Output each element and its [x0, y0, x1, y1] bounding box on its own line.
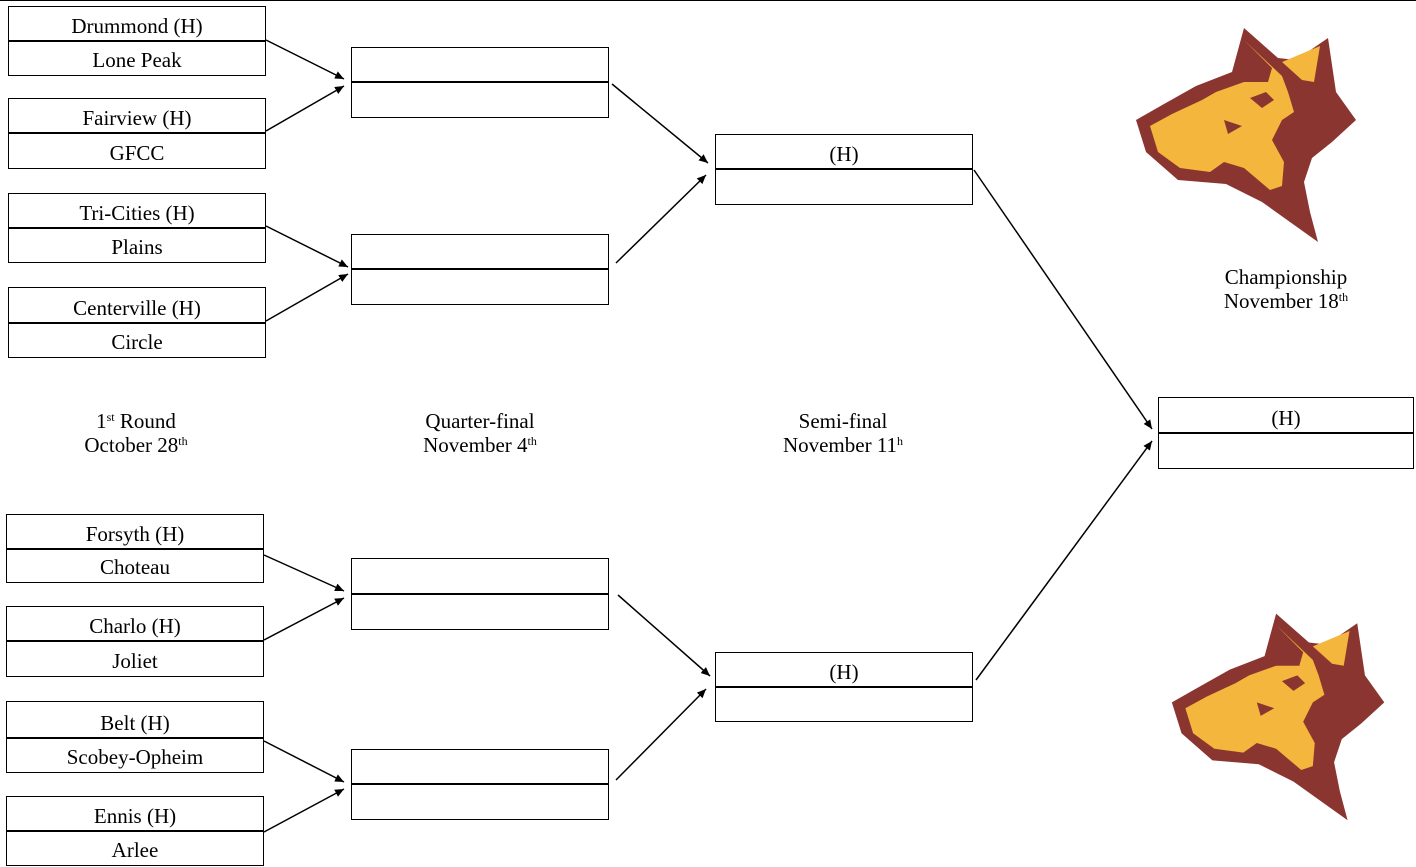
team-name: (H) [829, 142, 859, 166]
round1-title: 1st Round [96, 409, 176, 433]
quarterfinal-label: Quarter-final November 4th [380, 409, 580, 457]
semifinal-slot-4 [715, 686, 973, 722]
team-name: Belt (H) [100, 711, 170, 735]
quarterfinal-date: November 4th [423, 433, 537, 457]
connector-line [263, 740, 345, 783]
round1-slot-2: Lone Peak [8, 40, 266, 76]
connector-line [265, 225, 349, 268]
connector-line [617, 594, 711, 677]
quarterfinal-title: Quarter-final [425, 409, 535, 433]
connector-line [263, 597, 345, 641]
round1-slot-10: Choteau [6, 548, 264, 583]
quarterfinal-slot-6 [351, 593, 609, 630]
semifinal-slot-3: (H) [715, 652, 973, 688]
round1-slot-15: Ennis (H) [6, 796, 264, 832]
team-name: GFCC [109, 141, 165, 165]
championship-label: Championship November 18th [1186, 265, 1386, 313]
team-name: Fairview (H) [82, 106, 192, 130]
round1-slot-8: Circle [8, 322, 266, 358]
round1-label: 1st Round October 28th [36, 409, 236, 457]
championship-date: November 18th [1223, 289, 1349, 313]
round1-date: October 28th [84, 433, 188, 457]
team-name: Tri-Cities (H) [79, 201, 195, 225]
team-name: Plains [111, 235, 163, 259]
connector-line [265, 39, 345, 80]
team-name: Forsyth (H) [85, 522, 185, 546]
quarterfinal-slot-1 [351, 47, 609, 83]
connector-line [263, 788, 345, 833]
round1-slot-16: Arlee [6, 830, 264, 866]
quarterfinal-slot-8 [351, 783, 609, 820]
quarterfinal-slot-4 [351, 268, 609, 305]
connector-line [263, 554, 345, 592]
team-name: Choteau [100, 555, 170, 579]
team-name: Lone Peak [92, 48, 182, 72]
championship-slot-2 [1158, 432, 1414, 469]
team-name: Ennis (H) [93, 804, 177, 828]
semifinal-label: Semi-final November 11h [743, 409, 943, 457]
connector-line [615, 688, 707, 781]
team-name: Arlee [111, 838, 159, 862]
connector-line [975, 440, 1153, 681]
round1-slot-3: Fairview (H) [8, 98, 266, 134]
connector-line [611, 83, 709, 164]
quarterfinal-slot-3 [351, 234, 609, 270]
team-name: (H) [829, 660, 859, 684]
championship-title: Championship [1224, 265, 1348, 289]
round1-slot-12: Joliet [6, 640, 264, 677]
semifinal-slot-1: (H) [715, 134, 973, 170]
team-name: Drummond (H) [71, 14, 203, 38]
connector-line [265, 273, 349, 322]
round1-slot-14: Scobey-Opheim [6, 737, 264, 773]
team-name: Centerville (H) [73, 296, 201, 320]
team-name: Charlo (H) [89, 614, 181, 638]
quarterfinal-slot-7 [351, 749, 609, 785]
team-name: Joliet [112, 649, 158, 673]
connector-line [973, 169, 1153, 430]
semifinal-title: Semi-final [798, 409, 888, 433]
top-border-line [0, 0, 1416, 1]
team-name: Scobey-Opheim [66, 745, 204, 769]
connector-line [265, 85, 345, 132]
connector-line [615, 174, 707, 264]
team-name: (H) [1271, 406, 1301, 430]
round1-slot-5: Tri-Cities (H) [8, 193, 266, 229]
semifinal-slot-2 [715, 168, 973, 205]
wolf-head-logo-icon [1171, 613, 1385, 821]
quarterfinal-slot-2 [351, 81, 609, 118]
wolf-head-logo-icon [1136, 28, 1356, 242]
round1-slot-11: Charlo (H) [6, 606, 264, 642]
team-name: Circle [111, 330, 163, 354]
round1-slot-6: Plains [8, 227, 266, 263]
round1-slot-4: GFCC [8, 132, 266, 169]
semifinal-date: November 11h [782, 433, 904, 457]
round1-slot-7: Centerville (H) [8, 287, 266, 324]
championship-slot-1: (H) [1158, 397, 1414, 434]
round1-slot-13: Belt (H) [6, 701, 264, 739]
round1-slot-9: Forsyth (H) [6, 514, 264, 550]
quarterfinal-slot-5 [351, 558, 609, 595]
round1-slot-1: Drummond (H) [8, 6, 266, 42]
